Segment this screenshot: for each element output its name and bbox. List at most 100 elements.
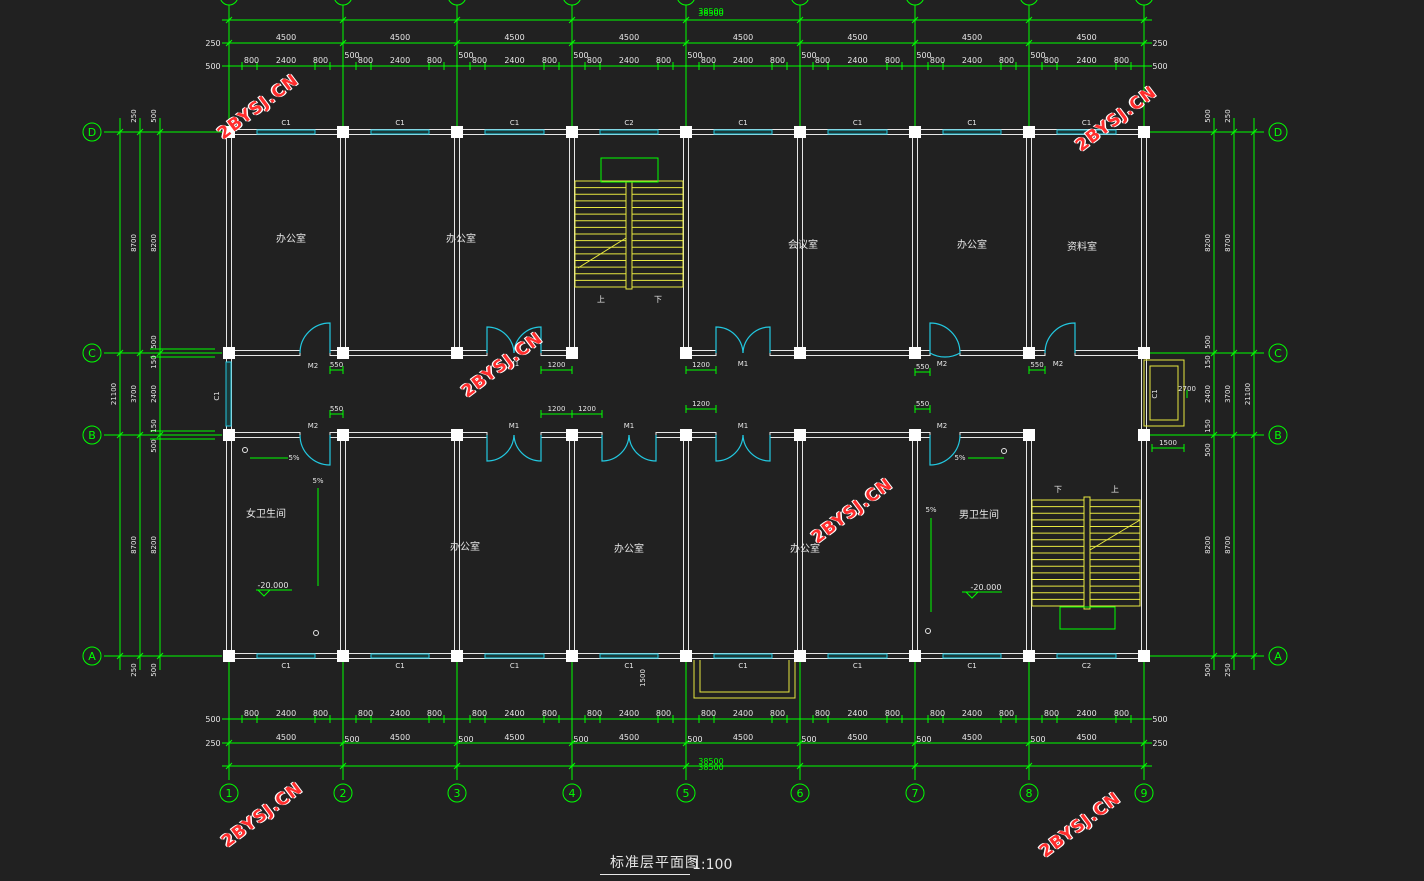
column (1023, 650, 1035, 662)
wall (569, 434, 575, 657)
door-label: M2 (1053, 360, 1064, 368)
dimension-tick (1250, 128, 1258, 136)
grid-bubble (677, 0, 695, 6)
columns (223, 126, 1150, 662)
grid-bubbles: 112233445566778899AABBCCDD (82, 0, 1288, 803)
dimension-tick (136, 128, 144, 136)
dimension-tick (1230, 349, 1238, 357)
dimension-tick (453, 16, 461, 24)
wall (569, 131, 575, 354)
grid-bubble (219, 783, 239, 803)
dimension-text: 800 (358, 56, 373, 65)
dimension-text: 4500 (847, 33, 867, 42)
dimension-tick (796, 739, 804, 747)
dimension-text: 800 (244, 56, 259, 65)
door-label: M1 (624, 422, 635, 430)
dimension-text: 4500 (733, 33, 753, 42)
stair-label: 上 (597, 295, 605, 304)
dimension-text: 4500 (504, 33, 524, 42)
dimension-tick (453, 739, 461, 747)
dimension-tick (339, 739, 347, 747)
dimension-text: 2400 (847, 56, 867, 65)
dimension-text: 800 (313, 709, 328, 718)
dimension-tick (682, 16, 690, 24)
dimension-tick (1250, 349, 1258, 357)
dimension-text: 800 (427, 709, 442, 718)
dimension-text: 500 (1152, 62, 1167, 71)
grid-bubble (790, 783, 810, 803)
window (484, 653, 545, 659)
column (337, 650, 349, 662)
dimension-text: 550 (330, 405, 343, 413)
door-swing (715, 434, 744, 462)
wall (329, 432, 488, 438)
dimension-text: 4500 (619, 33, 639, 42)
dimension-text: 8700 (130, 234, 138, 252)
dimension-tick (682, 762, 690, 770)
dimension-tick (796, 762, 804, 770)
grid-bubble-label: 4 (569, 787, 576, 800)
window-label: C2 (1082, 662, 1091, 670)
dimension-tick (453, 39, 461, 47)
window (599, 129, 659, 135)
dimension-text: 2400 (619, 709, 639, 718)
dimension-text: 2400 (390, 56, 410, 65)
dimension-text: 500 (344, 51, 359, 60)
grid-bubble-label: 1 (226, 0, 233, 3)
dimension-text: 500 (1204, 663, 1212, 676)
dimension-tick (1025, 762, 1033, 770)
dimension-text: 150 (1204, 419, 1212, 432)
room-label: 资料室 (1067, 240, 1097, 253)
window-label: C1 (213, 391, 221, 400)
dimension-tick (911, 762, 919, 770)
dimension-tick (225, 16, 233, 24)
stair-landing (600, 157, 659, 183)
room-label: 办公室 (790, 542, 820, 555)
dimension-text: 2700 (1178, 385, 1196, 393)
dimension-tick (1210, 652, 1218, 660)
dimension-text: 500 (801, 51, 816, 60)
dimension-tick (156, 128, 164, 136)
grid-bubble (905, 783, 925, 803)
door-swing (628, 434, 657, 462)
grid-bubble-label: 5 (683, 787, 690, 800)
window-label: C1 (967, 662, 976, 670)
grid-bubble-label: 5 (683, 0, 690, 3)
dimension-text: 2400 (390, 709, 410, 718)
dimension-text: 800 (542, 56, 557, 65)
dimension-tick (682, 739, 690, 747)
dimension-text: 800 (656, 709, 671, 718)
column (909, 126, 921, 138)
window (942, 129, 1002, 135)
grid-bubble-label: C (1274, 347, 1282, 360)
dimension-text: 500 (458, 735, 473, 744)
column (1023, 126, 1035, 138)
window-label: C1 (738, 119, 747, 127)
slope-label: 5% (954, 454, 965, 462)
entrance-canopy (693, 660, 796, 699)
grid-bubble-label: 1 (226, 787, 233, 800)
dimension-text: 8200 (1204, 536, 1212, 554)
dimension-text: 500 (916, 51, 931, 60)
dimension-text: 150 (150, 355, 158, 368)
dimension-tick (156, 431, 164, 439)
dimension-lines (116, 16, 1258, 770)
dimension-text: 4500 (962, 733, 982, 742)
window (256, 129, 316, 135)
dimension-text: 21100 (1244, 383, 1252, 405)
room-label: 办公室 (957, 238, 987, 251)
stair-label: 上 (1111, 485, 1119, 494)
dimension-tick (453, 762, 461, 770)
column (1138, 429, 1150, 441)
dimension-text: 4500 (276, 33, 296, 42)
window-label: C1 (281, 119, 290, 127)
dimension-tick (1230, 128, 1238, 136)
dimension-text: 800 (999, 709, 1014, 718)
dimension-text: 38500 (698, 757, 723, 766)
dimension-text: 8700 (1224, 536, 1232, 554)
room-label: 办公室 (446, 232, 476, 245)
dimension-tick (568, 762, 576, 770)
door-label: M2 (308, 422, 319, 430)
dimension-tick (339, 762, 347, 770)
dimension-tick (1140, 16, 1148, 24)
